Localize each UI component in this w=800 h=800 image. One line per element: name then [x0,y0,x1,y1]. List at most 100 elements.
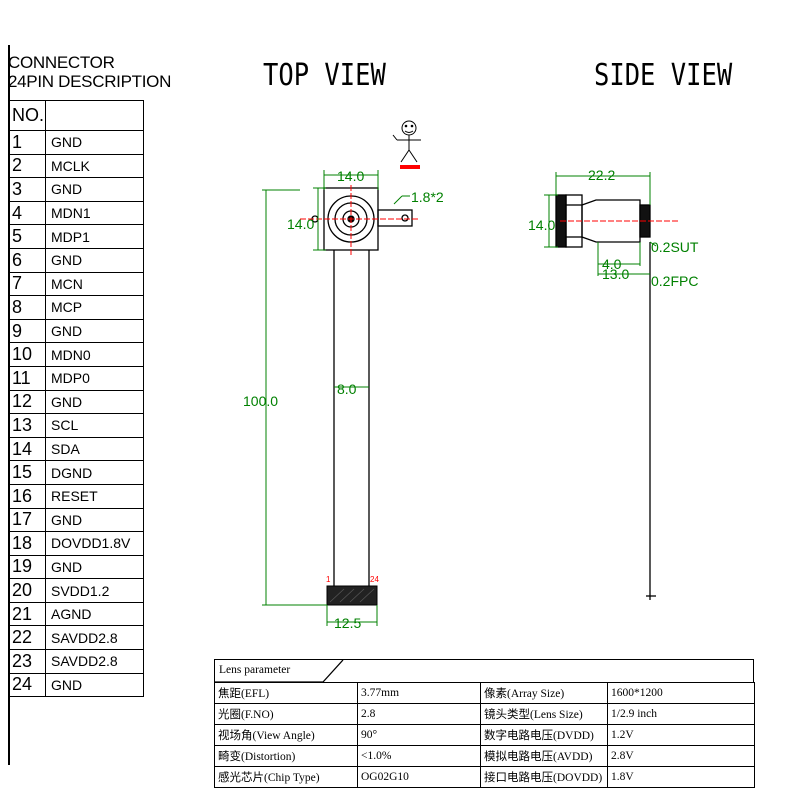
lens-parameter-header: Lens parameter [214,659,754,683]
lens-parameter-title: Lens parameter [219,664,291,676]
pin-description: DOVDD1.8V [45,531,144,556]
pin-number: 22 [8,625,46,651]
param-name: 光圈(F.NO) [214,703,358,725]
pin-description: GND [45,507,144,533]
pin-number: 16 [8,483,46,509]
param-value: OG02G10 [357,766,481,788]
col-desc-header [45,100,144,131]
pin-description: SDA [45,436,144,462]
dim-flex-width: 8.0 [337,381,357,397]
pin-description: SVDD1.2 [45,578,144,603]
pin-number: 9 [8,318,46,344]
pin-number: 17 [8,507,46,533]
pin-number: 8 [8,295,46,320]
connector-header: CONNECTOR 24PIN DESCRIPTION [8,53,171,91]
param-value: 90° [357,724,481,746]
param-value: 1600*1200 [607,682,755,704]
param-value: 2.8V [607,745,755,767]
param-name: 接口电路电压(DOVDD) [480,766,608,788]
pin-number: 13 [8,413,46,438]
pin-number: 14 [8,436,46,462]
pin-number: 7 [8,271,46,297]
dim-top-width: 14.0 [337,168,364,184]
pin-description: MDN0 [45,342,144,367]
pin-number: 6 [8,247,46,273]
col-no-header: NO. [8,100,46,131]
lens-parameter-row: 畸变(Distortion)<1.0%模拟电路电压(AVDD)2.8V [214,745,755,767]
pin-description: GND [45,672,144,698]
dim-side-fpc: 0.2FPC [651,273,698,289]
pin-description: GND [45,389,144,415]
param-name: 模拟电路电压(AVDD) [480,745,608,767]
pin-number: 23 [8,649,46,674]
orientation-figure-icon [392,120,421,163]
connector-title: CONNECTOR [8,53,115,72]
pin-description-title: 24PIN DESCRIPTION [8,72,172,91]
pin-description: GND [45,130,144,155]
pin-description: GND [45,247,144,273]
pin-number: 21 [8,601,46,627]
pin-description: GND [45,318,144,344]
pin-table-header: NO. [8,100,144,131]
side-view-title: SIDE VIEW [594,58,733,93]
pin-description: DGND [45,460,144,485]
dim-top-length: 100.0 [243,393,278,409]
param-name: 畸变(Distortion) [214,745,358,767]
pin-number: 10 [8,342,46,367]
pin-last-label: 24 [370,575,379,584]
param-name: 镜头类型(Lens Size) [480,703,608,725]
pin-number: 15 [8,460,46,485]
param-name: 焦距(EFL) [214,682,358,704]
pin-description: MDP0 [45,365,144,391]
dim-top-hole: 1.8*2 [411,189,444,205]
param-name: 感光芯片(Chip Type) [214,766,358,788]
param-value: 3.77mm [357,682,481,704]
pin-description: SCL [45,413,144,438]
dim-side-height: 14.0 [528,217,555,233]
pin-description: MDP1 [45,224,144,249]
param-value: 2.8 [357,703,481,725]
dim-side-a: 4.0 [602,256,622,272]
pin-first-label: 1 [326,575,331,584]
dim-side-b: 13.0 [602,266,629,282]
param-value: <1.0% [357,745,481,767]
pin-description: RESET [45,483,144,509]
orientation-marker [400,165,420,169]
pin-description: MDN1 [45,200,144,226]
lens-title-tab [215,660,344,683]
dim-side-length: 22.2 [588,167,615,183]
pin-number: 18 [8,531,46,556]
pin-description: AGND [45,601,144,627]
pin-description: GND [45,554,144,580]
param-value: 1/2.9 inch [607,703,755,725]
param-value: 1.8V [607,766,755,788]
pin-number: 2 [8,153,46,179]
pin-description: MCP [45,295,144,320]
pin-description: MCN [45,271,144,297]
dim-top-height: 14.0 [287,216,314,232]
param-name: 数字电路电压(DVDD) [480,724,608,746]
